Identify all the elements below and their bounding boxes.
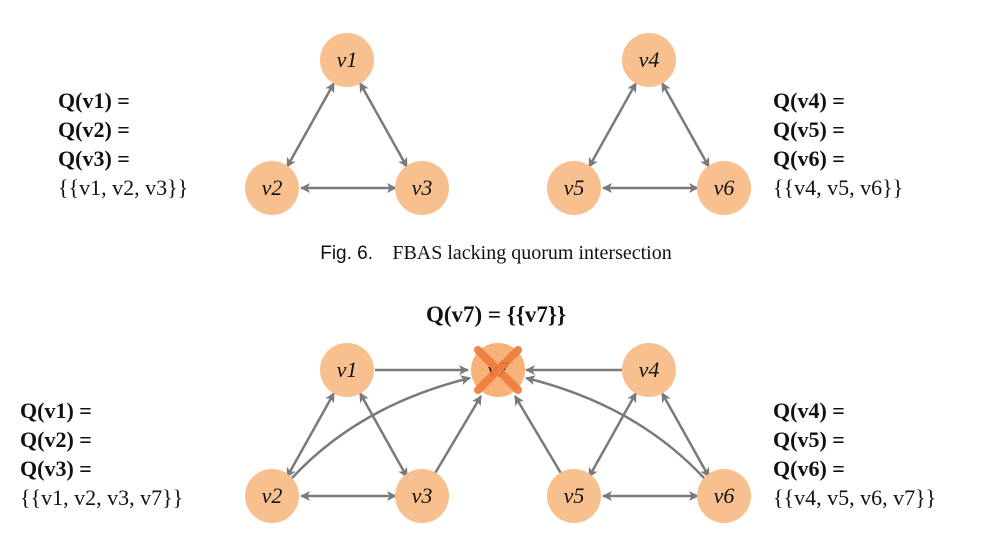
- node-label-v5: v5: [564, 175, 585, 200]
- node-v5-b: [547, 469, 601, 523]
- node-v1-b: [320, 343, 374, 397]
- quorum-set: {{v1, v2, v3, v7}}: [20, 485, 184, 510]
- node-label-v3: v3: [412, 175, 433, 200]
- edge-v4-v5: [587, 82, 638, 168]
- quorum-set: {{v4, v5, v6}}: [773, 175, 904, 200]
- failed-node-cross-icon: [474, 346, 522, 394]
- node-v2-b: [245, 469, 299, 523]
- quorum-line: Q(v1) =: [58, 88, 130, 113]
- edge-v2-v7: [291, 375, 471, 479]
- edge-v5-v7: [513, 395, 564, 476]
- node-label-v5-b: v5: [564, 483, 585, 508]
- node-v4-b: [622, 343, 676, 397]
- node-label-v4: v4: [639, 47, 660, 72]
- node-v2: [245, 161, 299, 215]
- node-v5: [547, 161, 601, 215]
- quorum-line: Q(v3) =: [20, 456, 92, 481]
- edge-v1-v3: [358, 82, 409, 168]
- edge-v4-v6: [660, 82, 711, 168]
- quorum-line: Q(v5) =: [773, 117, 845, 142]
- edge-v4-v5-b: [587, 392, 638, 478]
- caption-label: Fig. 6.: [320, 243, 374, 264]
- edge-v4-v6-b: [660, 392, 711, 478]
- node-label-v2: v2: [262, 175, 283, 200]
- node-v4: [622, 33, 676, 87]
- v7-quorum-label: Q(v7) = {{v7}}: [0, 302, 992, 328]
- edge-v3-v7: [432, 395, 483, 476]
- edge-v6-v7: [525, 375, 705, 479]
- quorum-line: Q(v5) =: [773, 427, 845, 452]
- node-v6-b: [697, 469, 751, 523]
- node-label-v6: v6: [714, 175, 735, 200]
- edge-v1-v2: [285, 82, 336, 168]
- quorum-line: Q(v6) =: [773, 146, 845, 171]
- node-label-v2-b: v2: [262, 483, 283, 508]
- v7-quorum-text: Q(v7) = {{v7}}: [425, 302, 567, 327]
- node-v3-b: [395, 469, 449, 523]
- edge-v1-v3-b: [358, 392, 409, 478]
- quorum-line: Q(v1) =: [20, 398, 92, 423]
- fig6-right-quorum: Q(v4) = Q(v5) = Q(v6) = {{v4, v5, v6}}: [773, 86, 903, 202]
- node-label-v1-b: v1: [337, 357, 358, 382]
- figure-caption: Fig. 6. FBAS lacking quorum intersection: [0, 242, 992, 265]
- fig7-right-quorum: Q(v4) = Q(v5) = Q(v6) = {{v4, v5, v6, v7…: [773, 396, 936, 512]
- node-v1: [320, 33, 374, 87]
- edge-v1-v2-b: [285, 392, 336, 478]
- quorum-line: Q(v6) =: [773, 456, 845, 481]
- quorum-line: Q(v3) =: [58, 146, 130, 171]
- node-v6: [697, 161, 751, 215]
- quorum-set: {{v1, v2, v3}}: [58, 175, 189, 200]
- node-label-v6-b: v6: [714, 483, 735, 508]
- fig7-left-quorum: Q(v1) = Q(v2) = Q(v3) = {{v1, v2, v3, v7…: [20, 396, 183, 512]
- node-label-v1: v1: [337, 47, 358, 72]
- node-label-v4-b: v4: [639, 357, 660, 382]
- quorum-set: {{v4, v5, v6, v7}}: [773, 485, 937, 510]
- quorum-line: Q(v2) =: [20, 427, 92, 452]
- quorum-line: Q(v4) =: [773, 88, 845, 113]
- quorum-line: Q(v4) =: [773, 398, 845, 423]
- fig6-left-quorum: Q(v1) = Q(v2) = Q(v3) = {{v1, v2, v3}}: [58, 86, 188, 202]
- quorum-line: Q(v2) =: [58, 117, 130, 142]
- node-label-v3-b: v3: [412, 483, 433, 508]
- caption-text: FBAS lacking quorum intersection: [392, 242, 672, 264]
- node-v3: [395, 161, 449, 215]
